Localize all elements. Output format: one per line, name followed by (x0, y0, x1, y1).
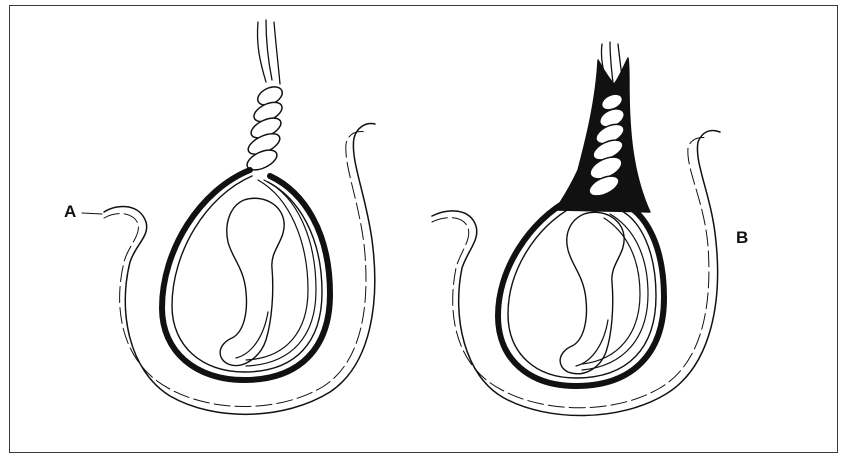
testis-b (560, 212, 624, 374)
tunica-layer-3-b (582, 218, 640, 364)
testis-a (220, 198, 284, 365)
spermatic-cord-a (257, 20, 280, 84)
label-b: B (736, 229, 748, 246)
label-a-pointer (82, 213, 102, 214)
epididymis-a (236, 312, 268, 358)
cord-twist-a (244, 83, 285, 174)
figure-a (82, 20, 375, 414)
label-a: A (64, 203, 76, 220)
figure-b (432, 42, 720, 416)
tunica-layer-2-b (582, 214, 648, 370)
